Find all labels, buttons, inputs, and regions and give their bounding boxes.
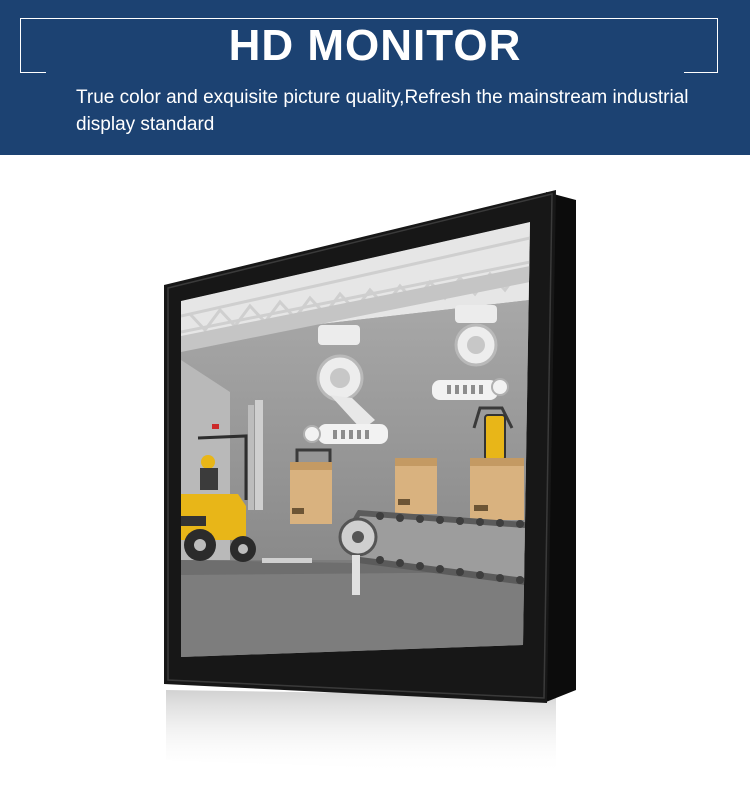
- monitor-bezel-highlight: [167, 193, 553, 699]
- page-subtitle: True color and exquisite picture quality…: [76, 87, 689, 135]
- header-banner: HD MONITOR True color and exquisite pict…: [0, 0, 750, 155]
- monitor-reflection: [166, 690, 556, 775]
- screen-display: [181, 222, 530, 657]
- industrial-monitor-icon: [164, 190, 576, 775]
- title-frame-gap: [46, 66, 684, 78]
- page-title: HD MONITOR: [228, 21, 522, 70]
- cardboard-box: [290, 462, 332, 524]
- cardboard-box: [395, 458, 437, 514]
- conveyor-belt: [338, 510, 525, 595]
- cardboard-box: [470, 458, 524, 520]
- forklift: [181, 400, 312, 563]
